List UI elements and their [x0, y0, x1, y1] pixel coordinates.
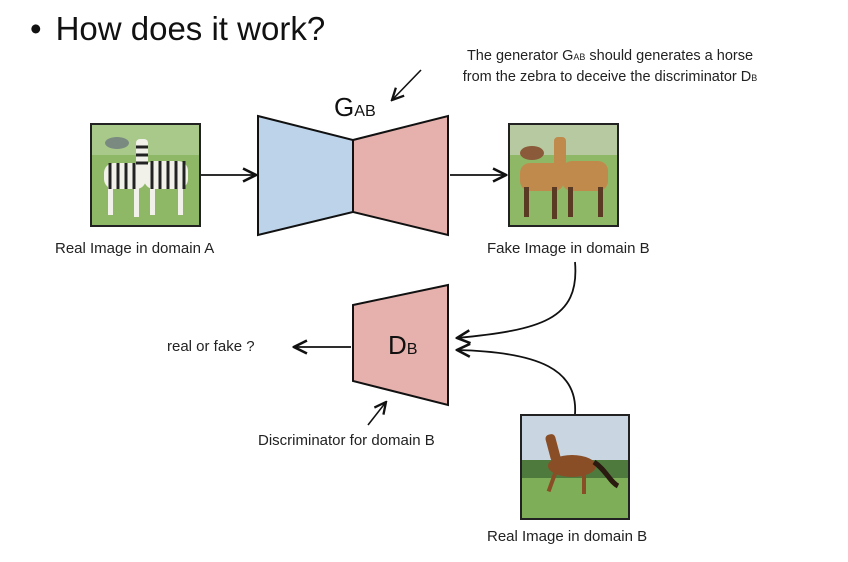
annotation-line-1: The generator GAB should generates a hor… — [466, 48, 754, 64]
generator-decoder-shape — [352, 114, 449, 237]
discriminator-shape — [352, 283, 449, 407]
discriminator-label: DB — [388, 330, 418, 360]
arrow-fake-b-to-discriminator — [457, 261, 577, 338]
discriminator-caption: Discriminator for domain B — [258, 432, 435, 449]
generator-annotation: The generator GAB should generates a hor… — [430, 46, 790, 88]
title-text: How does it work? — [55, 10, 326, 47]
arrow-caption-to-discriminator — [367, 402, 386, 426]
title-bullet: • — [30, 10, 42, 47]
generator-label: GAB — [334, 92, 376, 122]
slide-title: • How does it work? — [30, 10, 325, 48]
real-image-b — [520, 414, 630, 520]
generator-encoder-shape — [257, 114, 354, 237]
arrow-real-b-to-discriminator — [457, 350, 576, 415]
fake-image-b-caption: Fake Image in domain B — [487, 240, 650, 257]
arrow-annotation-to-generator — [392, 69, 422, 100]
annotation-line-2: from the zebra to deceive the discrimina… — [462, 69, 758, 85]
fake-image-b — [508, 123, 619, 227]
real-image-a — [90, 123, 201, 227]
real-image-b-caption: Real Image in domain B — [487, 528, 648, 545]
output-label: real or fake ? — [167, 338, 255, 355]
real-image-a-caption: Real Image in domain A — [55, 240, 215, 257]
